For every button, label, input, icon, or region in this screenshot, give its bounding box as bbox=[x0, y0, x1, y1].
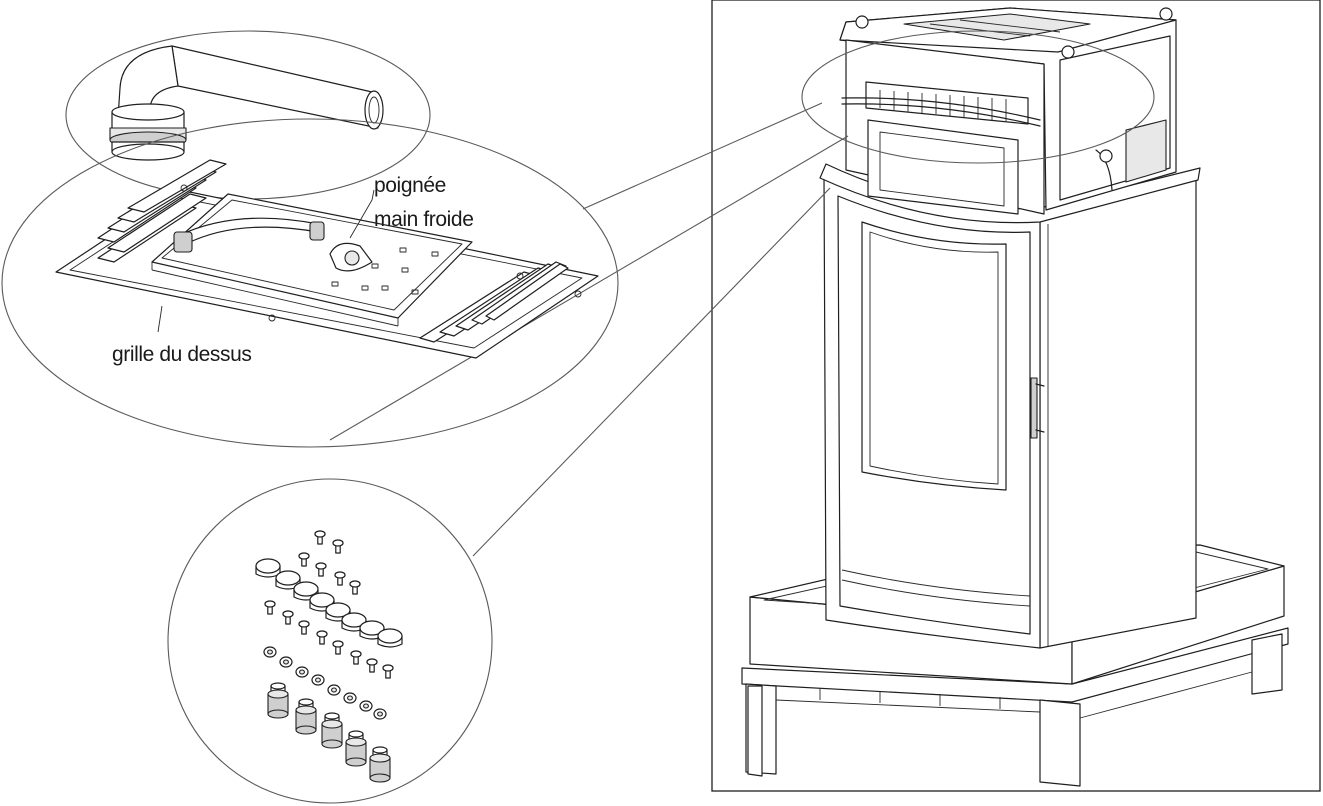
cap-top bbox=[341, 612, 367, 628]
cable-gland-base bbox=[321, 739, 343, 749]
cap-top bbox=[325, 602, 351, 618]
screw-top bbox=[382, 664, 394, 672]
washer-hole bbox=[267, 649, 273, 655]
washer-hole bbox=[347, 695, 353, 701]
cap-top bbox=[255, 558, 281, 574]
stove-illustration bbox=[741, 7, 1289, 787]
screw-top bbox=[298, 552, 310, 560]
cap-top bbox=[275, 570, 301, 586]
cable-gland-top bbox=[298, 698, 314, 706]
cable-gland-base bbox=[369, 773, 391, 783]
cable-gland-ring bbox=[321, 719, 343, 729]
washer-hole bbox=[283, 659, 289, 665]
screw-top bbox=[349, 580, 361, 588]
cable-gland-base bbox=[295, 725, 317, 735]
top-grille-detail-ellipse bbox=[1, 118, 619, 448]
screw-top bbox=[314, 530, 326, 538]
cable-gland-top bbox=[324, 712, 340, 720]
washer-hole bbox=[315, 677, 321, 683]
cap-top bbox=[377, 628, 403, 644]
top-grille-part bbox=[55, 159, 599, 359]
label-poignee: poignée bbox=[374, 174, 446, 197]
cable-gland-ring bbox=[267, 689, 289, 699]
label-leader-lines bbox=[157, 189, 375, 333]
cap-top bbox=[359, 620, 385, 636]
hardware-kit bbox=[255, 530, 403, 783]
screw-top bbox=[316, 630, 328, 638]
grille-fins-right bbox=[419, 261, 569, 343]
cable-gland-ring bbox=[345, 737, 367, 747]
cable-gland-top bbox=[348, 730, 364, 738]
stove-frame-border bbox=[711, 0, 1321, 792]
cable-gland-base bbox=[345, 757, 367, 767]
screw-top bbox=[282, 610, 294, 618]
screw-top bbox=[298, 620, 310, 628]
callout-lines bbox=[329, 102, 849, 557]
washer-hole bbox=[377, 711, 383, 717]
screw-top bbox=[332, 539, 344, 547]
screw-top bbox=[315, 562, 327, 570]
label-grille-du-dessus: grille du dessus bbox=[112, 343, 252, 366]
cable-gland-ring bbox=[295, 705, 317, 715]
cable-gland-ring bbox=[369, 753, 391, 763]
label-main-froide: main froide bbox=[374, 208, 473, 231]
screw-top bbox=[332, 640, 344, 648]
cap-top bbox=[309, 592, 335, 608]
cable-gland-base bbox=[267, 709, 289, 719]
screw-top bbox=[264, 600, 276, 608]
stove-body bbox=[823, 175, 1197, 649]
pallet bbox=[741, 627, 1289, 787]
washer-hole bbox=[299, 669, 305, 675]
screw-top bbox=[366, 658, 378, 666]
washer-hole bbox=[363, 703, 369, 709]
cable-gland-top bbox=[372, 746, 388, 754]
stove-top-highlight-ellipse bbox=[801, 30, 1155, 164]
stove-internal-mechanism bbox=[839, 7, 1177, 215]
screw-top bbox=[334, 571, 346, 579]
screw-top bbox=[350, 650, 362, 658]
washer-hole bbox=[331, 687, 337, 693]
cable-gland-top bbox=[270, 682, 286, 690]
grille-slots bbox=[879, 90, 1007, 121]
cap-top bbox=[293, 581, 319, 597]
hardware-kit-detail-circle bbox=[167, 478, 493, 804]
